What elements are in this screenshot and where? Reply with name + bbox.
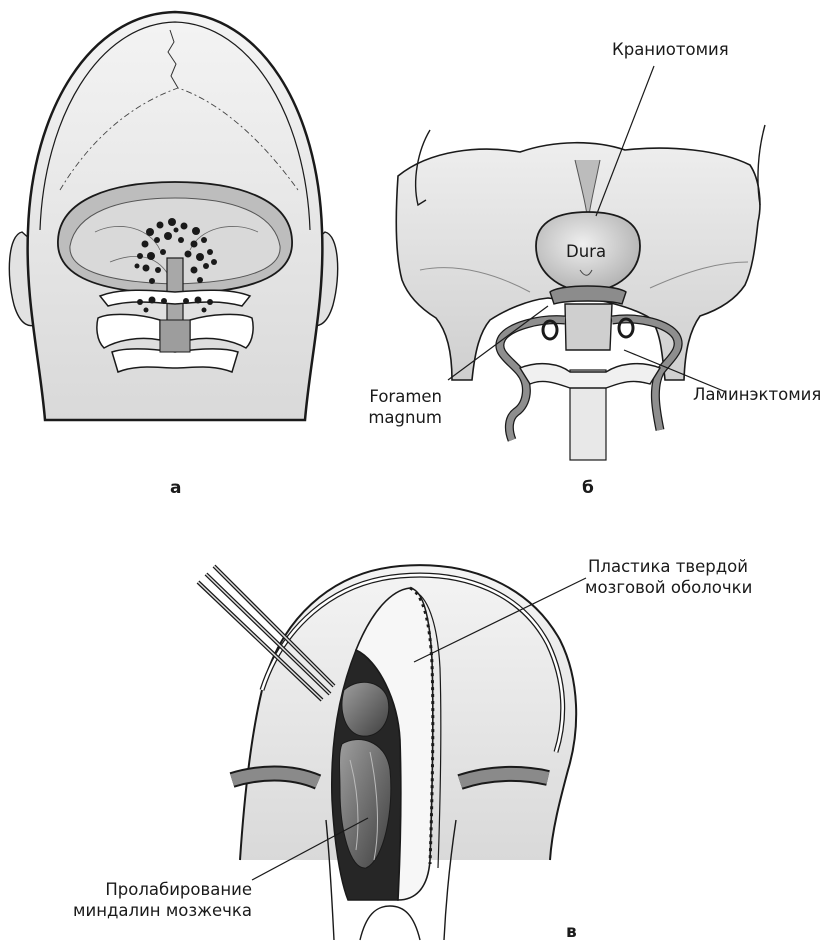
lamina-notch [360,906,420,940]
label-dura: Dura [566,242,606,261]
cerebellar-tonsil-upper [342,682,389,736]
label-tonsil-prolapse-line1: Пролабирование [60,880,252,899]
bone-crest-right [758,125,765,205]
panel-letter-v: в [566,922,577,942]
label-duraplasty-line1: Пластика твердой [588,557,748,576]
atlas-vertebra [100,290,250,306]
label-foramen-magnum-line2: magnum [358,408,442,427]
spinal-cord-b [565,304,612,350]
label-tonsil-prolapse-line2: миндалин мозжечка [60,901,252,920]
label-duraplasty-line2: мозговой оболочки [585,578,752,597]
panel-v-illustration [198,565,576,940]
cord-segment [160,320,190,352]
panel-letter-b: б [582,478,594,498]
label-craniotomy: Краниотомия [612,40,729,59]
label-laminectomy: Ламинэктомия [693,385,821,404]
label-foramen-magnum-line1: Foramen [358,387,442,406]
c1-lamina [520,364,660,388]
foramen-rim [550,286,626,304]
panel-a-illustration [9,12,337,420]
panel-b-illustration [396,125,765,460]
panel-letter-a: а [170,478,181,498]
